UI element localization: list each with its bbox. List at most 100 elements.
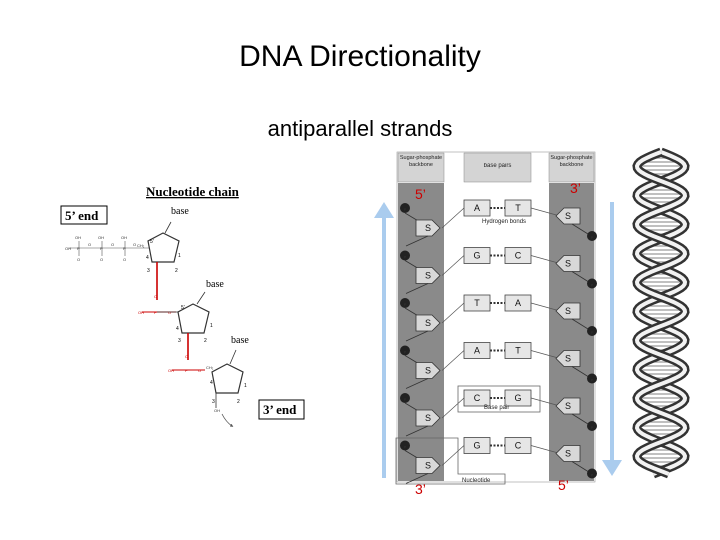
right-phosphate-letter: P [591,235,594,240]
svg-text:4: 4 [146,255,149,261]
left-bottom-end-label: 3’ [415,481,426,497]
left-sugar-letter: S [425,223,431,233]
left-sugar-letter: S [425,366,431,376]
svg-text:P: P [185,368,188,373]
left-strand-arrow [374,202,394,478]
svg-text:CH₂: CH₂ [206,365,214,370]
page-title: DNA Directionality [239,40,481,73]
left-phosphate [400,393,410,403]
svg-text:OH: OH [98,235,104,240]
svg-text:O: O [133,242,136,247]
right-phosphate [587,231,597,241]
left-sugar-letter: S [425,271,431,281]
right-sugar [555,255,581,272]
nucleotide-chain-heading: Nucleotide chain [146,184,240,199]
svg-text:O: O [198,368,201,373]
nucleotide-highlight-box [395,437,506,485]
left-phosphate-letter: P [404,207,407,212]
right-phosphate [587,468,597,479]
right-sugar [555,207,581,225]
svg-text:O: O [100,257,103,262]
left-sugar-letter: S [425,461,431,471]
left-sugar [415,409,441,427]
right-base [504,199,532,217]
triphosphate-group: OH OH OH OH P P P O O O O O O CH₂ [65,235,150,262]
svg-text:OH: OH [138,310,144,315]
right-phosphate [587,326,597,336]
right-sugar [555,397,581,415]
three-prime-end-box [258,399,305,420]
left-sugar [415,314,441,332]
base-pair-label: Base pair [484,405,509,411]
svg-text:OH: OH [214,408,220,413]
right-phosphate-letter: P [591,378,594,383]
left-phosphate-letter: P [404,445,407,450]
right-phosphate [587,278,597,289]
right-phosphate-letter: P [591,283,594,288]
right-backbone-header: Sugar-phosphate backbone [550,155,593,168]
svg-text:4: 4 [210,380,213,386]
svg-text:1: 1 [244,383,247,389]
left-backbone-header: Sugar-phosphate backbone [399,155,443,168]
right-sugar-letter: S [565,401,571,411]
sugar-ring-3: 4 3 2 1 OH [210,349,247,427]
svg-text:P: P [77,246,80,251]
svg-text:O: O [185,354,188,359]
base-pairs-header: base pairs [483,163,512,169]
left-sugar [415,267,441,284]
svg-text:OH: OH [168,368,174,373]
right-sugar-letter: S [565,354,571,364]
right-base [504,342,532,359]
right-base-letter: A [515,298,521,308]
right-sugar [555,445,581,462]
right-bottom-end-label: 5’ [558,477,569,493]
left-base-letter: T [474,298,480,308]
left-phosphate [400,440,410,451]
right-base-letter: G [514,393,521,403]
right-base [504,294,532,312]
right-top-end-label: 3’ [570,180,581,196]
right-phosphate-letter: P [591,473,594,478]
left-phosphate [400,298,410,308]
left-phosphate-letter: P [404,397,407,402]
right-phosphate-letter: P [591,330,594,335]
right-phosphate [587,373,597,384]
svg-text:2: 2 [175,268,178,274]
base-label-2: base [206,279,224,290]
nucleotide-chain-panel: Nucleotide chain 5’ end base base base O… [60,184,305,427]
svg-text:O: O [123,257,126,262]
sugar-ring-2: 5’ 4 3 2 1 [157,291,213,344]
base-pair-highlight-box [457,385,541,413]
svg-text:4: 4 [176,326,179,332]
left-phosphate [400,203,410,213]
svg-text:O: O [168,310,171,315]
right-phosphate-letter: P [591,425,594,430]
right-base-letter: T [515,203,521,213]
svg-text:P: P [100,246,103,251]
svg-text:3: 3 [147,268,150,274]
left-top-end-label: 5’ [415,186,426,202]
svg-text:O: O [111,242,114,247]
right-sugar-letter: S [565,306,571,316]
five-prime-end-box [60,205,108,225]
right-sugar-letter: S [565,449,571,459]
left-sugar [415,362,441,379]
phosphodiester-bond-2: O P OH O CH₂ [168,333,214,373]
svg-text:1: 1 [210,323,213,329]
right-sugar [555,302,581,320]
svg-text:O: O [154,294,157,299]
right-base [504,247,532,264]
svg-text:O: O [88,242,91,247]
hydrogen-bonds-label: Hydrogen bonds [482,219,526,225]
svg-text:5’: 5’ [181,305,185,311]
left-phosphate [400,250,410,261]
base-label-1: base [171,206,189,217]
left-base-letter: C [474,393,481,403]
right-base [504,389,532,407]
dna-ladder-panel: Sugar-phosphate backbone base pairs Suga… [374,151,622,497]
